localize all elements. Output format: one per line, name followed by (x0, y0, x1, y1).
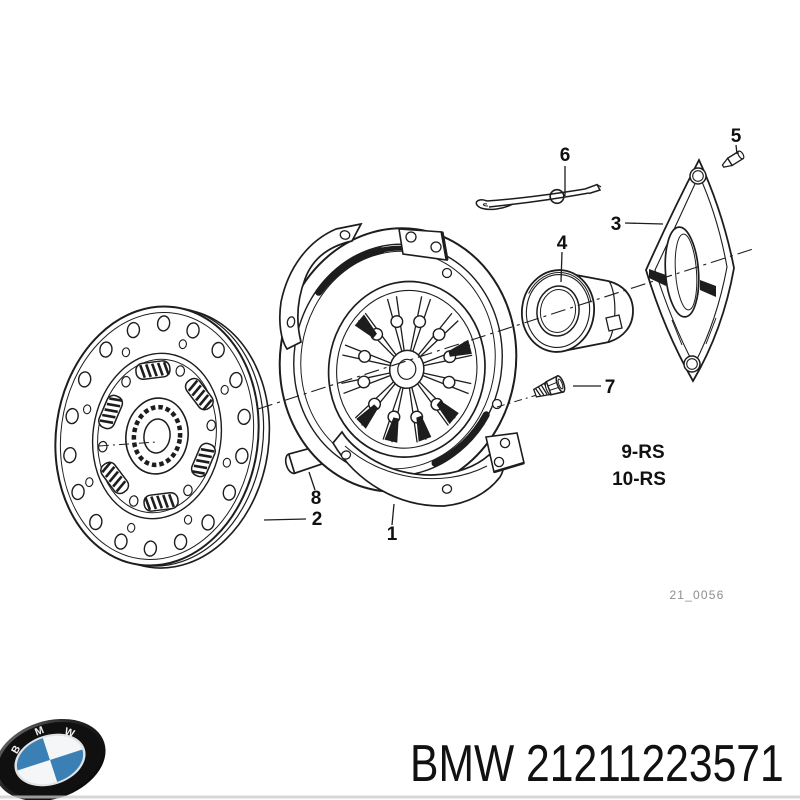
part-label-7: 7 (605, 377, 616, 398)
bolt-axis-line (496, 394, 538, 408)
part-label-6: 6 (560, 145, 571, 166)
lever-central-opening (664, 226, 700, 318)
bolt-part-7 (532, 374, 566, 398)
pin-part-5 (721, 150, 745, 168)
diaphragm-spring (327, 280, 486, 458)
torsion-damper-springs (98, 360, 216, 512)
scan-edge-artifact (0, 795, 800, 799)
footer-part-number: BMW 21211223571 (410, 735, 784, 793)
part-label-8: 8 (311, 488, 322, 509)
part-label-2: 2 (312, 509, 323, 530)
part-label-1: 1 (387, 524, 398, 545)
roundel-quadrants (16, 735, 84, 785)
bmw-roundel-logo: B M W (0, 718, 106, 800)
label-leader-lines (263, 144, 738, 526)
disc-rivet-holes-inner (82, 339, 232, 533)
hub-centerline (98, 441, 158, 447)
release-lever-plate-part-3 (645, 157, 735, 383)
lever-spring-shade-left (649, 269, 666, 286)
release-bearing-part-4 (520, 269, 634, 353)
disc-hub (125, 397, 189, 475)
assembly-axis-centerline (257, 248, 754, 410)
clutch-disc-part-2 (54, 305, 271, 569)
part-label-3: 3 (611, 214, 622, 235)
shadow-crescent-lower-right (431, 411, 490, 467)
retaining-spring-part-6 (475, 183, 602, 211)
part-label-4: 4 (557, 233, 568, 254)
disc-rivet-holes-outer (63, 315, 251, 557)
kit-code-10rs: 10-RS (612, 469, 666, 490)
drawing-reference: 21_0056 (669, 588, 724, 602)
lever-spring-shade-right (700, 280, 716, 297)
cover-flange-upper-left (278, 222, 363, 351)
pressure-plate-part-1 (278, 222, 525, 507)
part-label-5: 5 (731, 126, 742, 147)
kit-code-9rs: 9-RS (621, 442, 664, 463)
diaphragm-fingers (341, 296, 473, 443)
logo-letter-w: W (63, 725, 77, 740)
